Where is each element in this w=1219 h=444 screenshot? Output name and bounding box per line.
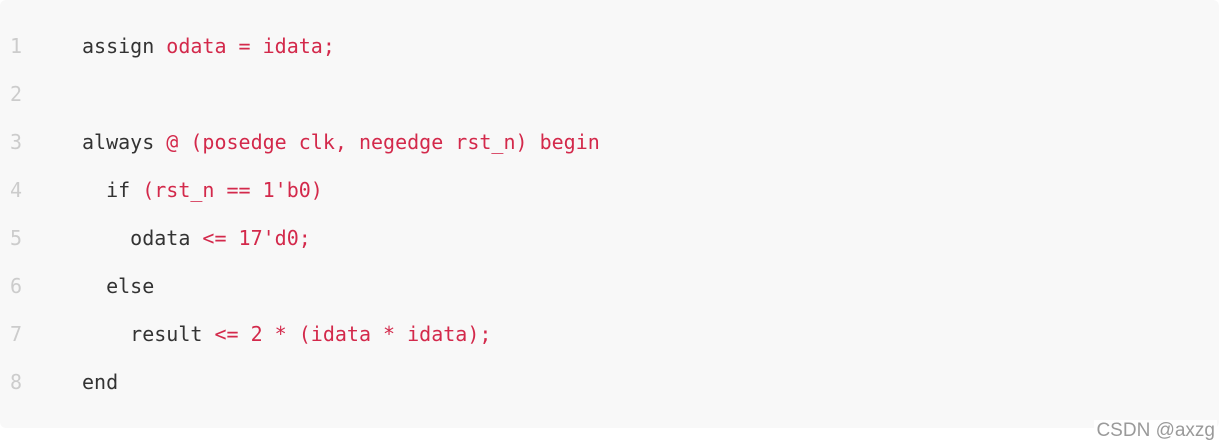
line-number: 3 (10, 130, 23, 154)
code-line: 2 (0, 70, 1219, 118)
code-token-keyword: assign (82, 34, 167, 58)
code-token-highlight: odata = idata; (166, 34, 335, 58)
line-number: 6 (10, 274, 23, 298)
code-line: 6 else (0, 262, 1219, 310)
code-token-highlight: (rst_n == 1'b0) (142, 178, 323, 202)
code-token-keyword: result (82, 322, 215, 346)
code-token-highlight: <= 2 * (idata * idata); (214, 322, 492, 346)
code-token-highlight: <= 17'd0; (202, 226, 311, 250)
code-line: 4 if (rst_n == 1'b0) (0, 166, 1219, 214)
code-line: 7 result <= 2 * (idata * idata); (0, 310, 1219, 358)
code-token-keyword: end (82, 370, 119, 394)
code-token-keyword: always (82, 130, 167, 154)
watermark: CSDN @axzg (1094, 420, 1217, 442)
code-lines: 1 assign odata = idata; 2 3 always @ (posedg… (0, 22, 1219, 406)
line-number: 7 (10, 322, 23, 346)
code-line: 8 end (0, 358, 1219, 406)
code-text: result <= 2 * (idata * idata); (82, 310, 491, 358)
code-line: 3 always @ (posedge clk, negedge rst_n) b… (0, 118, 1219, 166)
code-line: 1 assign odata = idata; (0, 22, 1219, 70)
line-number: 4 (10, 178, 23, 202)
line-number: 8 (10, 370, 23, 394)
code-token-keyword: else (82, 274, 155, 298)
line-number: 5 (10, 226, 23, 250)
line-number: 1 (10, 34, 23, 58)
code-text: assign odata = idata; (82, 22, 335, 70)
line-number: 2 (10, 82, 23, 106)
code-text: else (82, 262, 154, 310)
code-text: if (rst_n == 1'b0) (82, 166, 323, 214)
code-text: end (82, 358, 118, 406)
code-token-keyword: odata (82, 226, 203, 250)
code-text: odata <= 17'd0; (82, 214, 311, 262)
code-token-highlight: @ (posedge clk, negedge rst_n) begin (166, 130, 600, 154)
code-block: 1 assign odata = idata; 2 3 always @ (posedg… (0, 22, 1219, 406)
code-text: always @ (posedge clk, negedge rst_n) be… (82, 118, 600, 166)
code-line: 5 odata <= 17'd0; (0, 214, 1219, 262)
code-token-keyword: if (82, 178, 143, 202)
